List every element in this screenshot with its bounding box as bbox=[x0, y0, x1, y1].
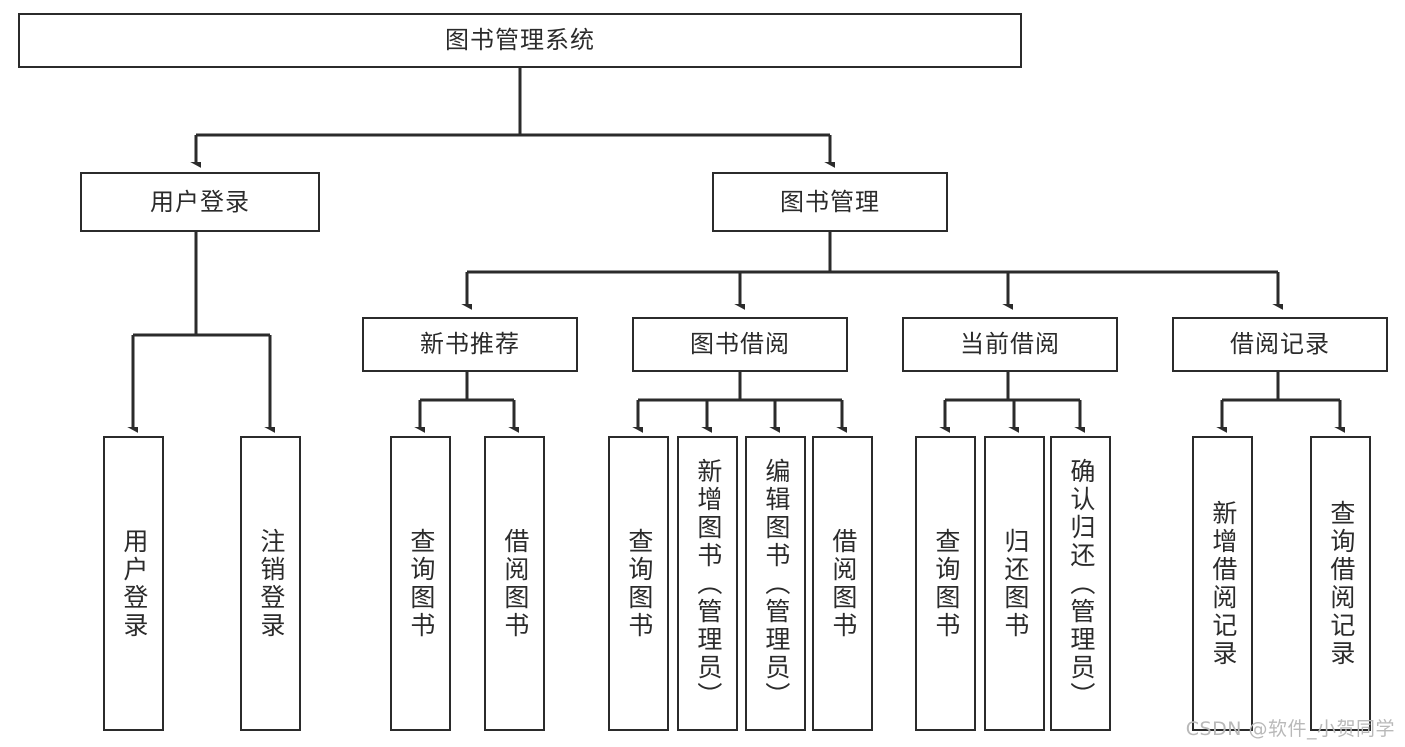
leaf-current-borrow-confirm-return[interactable]: 确认归还（管理员） bbox=[1050, 436, 1111, 731]
node-label: 借阅图书 bbox=[500, 527, 530, 640]
leaf-new-book-borrow[interactable]: 借阅图书 bbox=[484, 436, 545, 731]
leaf-current-borrow-return[interactable]: 归还图书 bbox=[984, 436, 1045, 731]
node-current-borrow[interactable]: 当前借阅 bbox=[902, 317, 1118, 372]
leaf-user-login-logout[interactable]: 注销登录 bbox=[240, 436, 301, 731]
leaf-borrow-record-query[interactable]: 查询借阅记录 bbox=[1310, 436, 1371, 731]
leaf-book-borrow-edit[interactable]: 编辑图书（管理员） bbox=[745, 436, 806, 731]
node-label: 查询借阅记录 bbox=[1326, 499, 1356, 668]
node-label: 图书借阅 bbox=[690, 330, 790, 359]
node-label: 新增借阅记录 bbox=[1208, 499, 1238, 668]
node-label: 新书推荐 bbox=[420, 330, 520, 359]
leaf-borrow-record-add[interactable]: 新增借阅记录 bbox=[1192, 436, 1253, 731]
watermark-text: CSDN @软件_小贺同学 bbox=[1185, 718, 1395, 740]
node-label: 借阅图书 bbox=[828, 527, 858, 640]
leaf-book-borrow-query[interactable]: 查询图书 bbox=[608, 436, 669, 731]
node-label: 编辑图书（管理员） bbox=[761, 457, 791, 710]
node-label: 归还图书 bbox=[1000, 527, 1030, 640]
leaf-book-borrow-borrow[interactable]: 借阅图书 bbox=[812, 436, 873, 731]
node-label: 当前借阅 bbox=[960, 330, 1060, 359]
node-label: 用户登录 bbox=[150, 187, 250, 216]
node-label: 图书管理系统 bbox=[445, 26, 595, 55]
node-label: 新增图书（管理员） bbox=[693, 457, 723, 710]
node-root-system[interactable]: 图书管理系统 bbox=[18, 13, 1022, 68]
node-new-book-recommend[interactable]: 新书推荐 bbox=[362, 317, 578, 372]
node-book-manage[interactable]: 图书管理 bbox=[712, 172, 948, 232]
node-book-borrow[interactable]: 图书借阅 bbox=[632, 317, 848, 372]
node-label: 确认归还（管理员） bbox=[1066, 457, 1096, 710]
node-label: 注销登录 bbox=[256, 527, 286, 640]
node-label: 图书管理 bbox=[780, 187, 880, 216]
leaf-user-login-login[interactable]: 用户登录 bbox=[103, 436, 164, 731]
node-user-login[interactable]: 用户登录 bbox=[80, 172, 320, 232]
node-label: 查询图书 bbox=[406, 527, 436, 640]
leaf-new-book-query[interactable]: 查询图书 bbox=[390, 436, 451, 731]
node-label: 查询图书 bbox=[624, 527, 654, 640]
leaf-book-borrow-add[interactable]: 新增图书（管理员） bbox=[677, 436, 738, 731]
node-borrow-record[interactable]: 借阅记录 bbox=[1172, 317, 1388, 372]
leaf-current-borrow-query[interactable]: 查询图书 bbox=[915, 436, 976, 731]
node-label: 借阅记录 bbox=[1230, 330, 1330, 359]
node-label: 查询图书 bbox=[931, 527, 961, 640]
node-label: 用户登录 bbox=[119, 527, 149, 640]
